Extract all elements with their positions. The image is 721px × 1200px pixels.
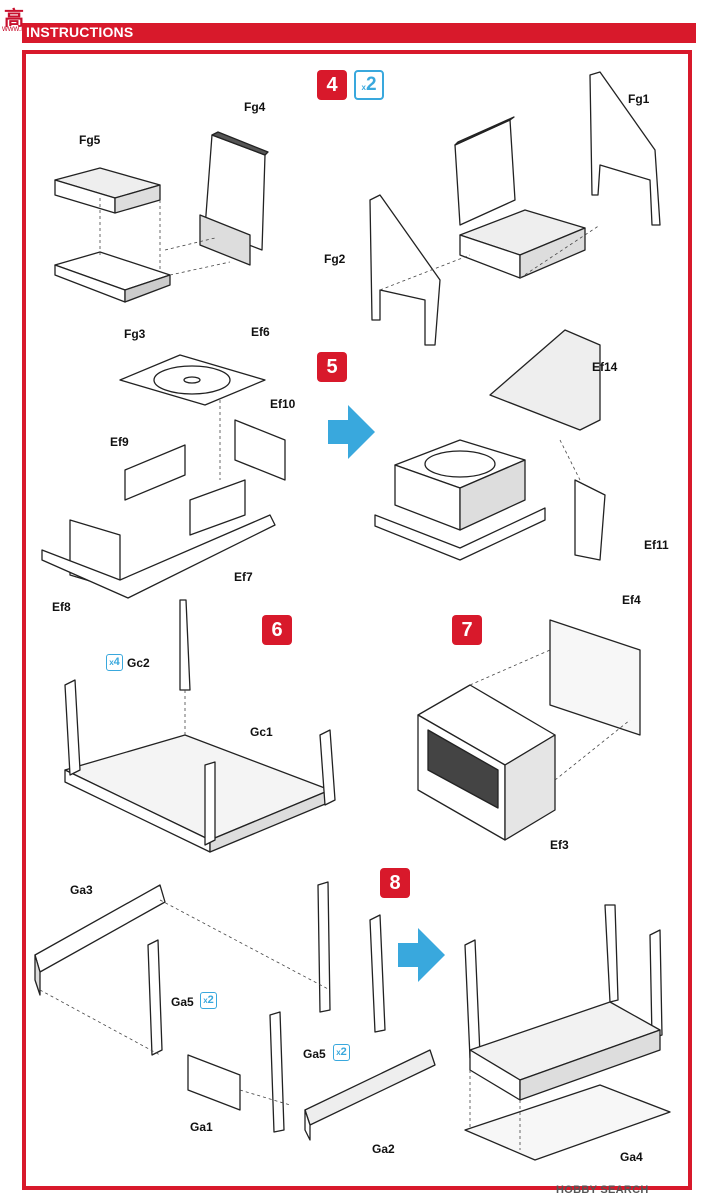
part-label-fg5: Fg5 [79,133,101,147]
part-label-ef14: Ef14 [592,360,618,374]
header-bar [22,23,696,43]
part-label-ef10: Ef10 [270,397,296,411]
part-label-fg2: Fg2 [324,252,346,266]
multiplier-value: 2 [207,994,214,1006]
page-title: INSTRUCTIONS [26,24,134,40]
part-label-ga5-b: Ga5 [303,1047,326,1061]
part-label-gc1: Gc1 [250,725,273,739]
step-number-5: 5 [317,352,347,382]
fg3-seat-frame [54,251,171,303]
instructions-frame [22,50,692,1190]
fg4-back [199,131,269,266]
ga-assembled-desk [464,904,671,1161]
multiplier-value: 2 [365,74,377,95]
part-label-ga2: Ga2 [372,1142,395,1156]
logo-text: 高 [4,6,24,30]
part-label-ef3: Ef3 [550,838,569,852]
part-label-ga4: Ga4 [620,1150,643,1164]
fg5-cushion [54,167,161,214]
ef-assembled-phonograph [374,329,606,561]
part-label-ef6: Ef6 [251,325,270,339]
step-multiplier-4: x2 [354,70,384,100]
watermark-brand: HOBBY SEARCH [556,1184,649,1196]
step-number-4: 4 [317,70,347,100]
part-label-gc2: Gc2 [127,656,150,670]
step-number-8: 8 [380,868,410,898]
part-label-fg1: Fg1 [628,92,650,106]
arrow-right-icon [328,405,375,459]
ef-cabinet-panels [41,419,286,599]
fg-assembled-chair [369,71,661,346]
part-label-fg4: Fg4 [244,100,266,114]
part-label-ef9: Ef9 [110,435,129,449]
ga-desk-parts [34,881,436,1141]
part-label-ef11: Ef11 [644,538,669,552]
arrow-right-icon [398,928,445,982]
multiplier-value: 4 [113,656,120,668]
part-label-ga1: Ga1 [190,1120,213,1134]
step-number-6: 6 [262,615,292,645]
part-label-fg3: Fg3 [124,327,146,341]
ef6-top [119,354,266,406]
gc-table [64,599,336,853]
part-multiplier-gc2: x4 [106,654,123,671]
part-label-ga5-a: Ga5 [171,995,194,1009]
ef-radio [417,619,641,841]
step-number-7: 7 [452,615,482,645]
part-label-ef4: Ef4 [622,593,641,607]
part-label-ga3: Ga3 [70,883,93,897]
part-label-ef7: Ef7 [234,570,253,584]
part-multiplier-ga5-a: x2 [200,992,217,1009]
part-multiplier-ga5-b: x2 [333,1044,350,1061]
multiplier-value: 2 [340,1046,347,1058]
part-label-ef8: Ef8 [52,600,71,614]
